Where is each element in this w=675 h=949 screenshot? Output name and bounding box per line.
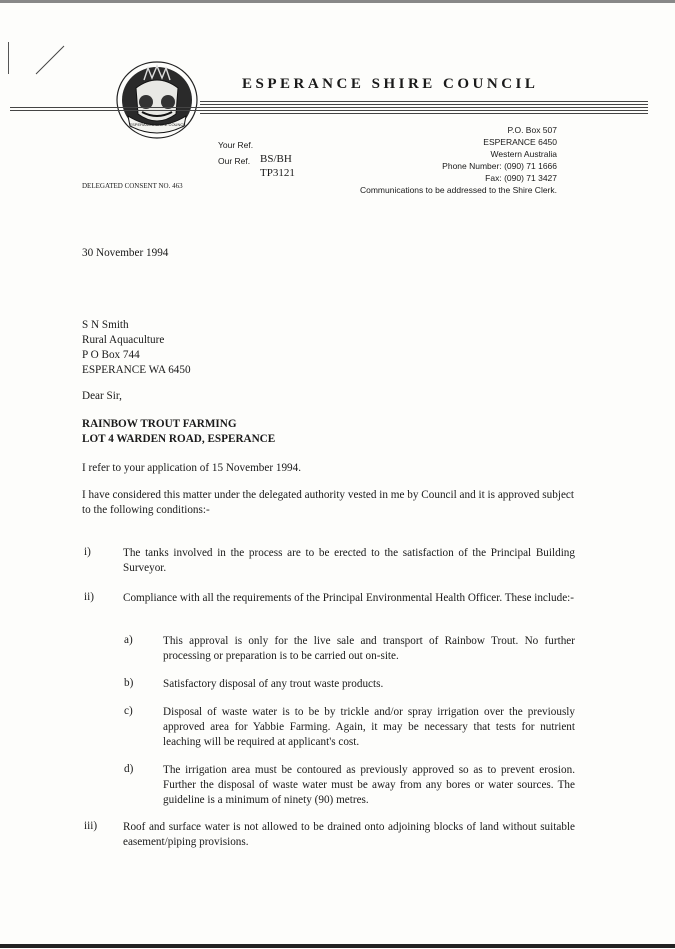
- our-ref-value: BS/BH: [260, 153, 292, 165]
- crest-banner-text: ESPERANCE SHIRE COUNCIL: [129, 122, 187, 127]
- address-line: P.O. Box 507: [507, 125, 557, 135]
- recipient-address: S N Smith Rural Aquaculture P O Box 744 …: [82, 318, 191, 378]
- subcondition-text: This approval is only for the live sale …: [163, 635, 575, 662]
- delegated-consent-number: DELEGATED CONSENT NO. 463: [82, 182, 183, 190]
- subcondition-letter: c): [124, 705, 133, 717]
- scan-edge-bottom: [0, 944, 675, 948]
- recipient-line: Rural Aquaculture: [82, 334, 165, 346]
- address-line: ESPERANCE 6450: [483, 137, 557, 147]
- subject-line: LOT 4 WARDEN ROAD, ESPERANCE: [82, 433, 276, 445]
- our-ref-value: TP3121: [260, 167, 295, 179]
- subcondition-letter: a): [124, 634, 133, 646]
- letterhead-rule: [10, 110, 648, 111]
- intro-paragraph: I refer to your application of 15 Novemb…: [82, 462, 302, 474]
- address-line: Western Australia: [490, 149, 557, 159]
- condition-number: iii): [84, 820, 98, 832]
- subcondition-text: Disposal of waste water is to be by tric…: [163, 706, 575, 748]
- intro-paragraph: I have considered this matter under the …: [82, 489, 574, 516]
- condition-number: ii): [84, 591, 94, 603]
- subject-heading: RAINBOW TROUT FARMING LOT 4 WARDEN ROAD,…: [82, 417, 275, 447]
- fax-number: Fax: (090) 71 3427: [485, 173, 557, 183]
- recipient-line: S N Smith: [82, 319, 129, 331]
- letterhead-rule: [200, 113, 648, 114]
- pen-mark: [35, 45, 65, 75]
- recipient-line: P O Box 744: [82, 349, 140, 361]
- condition-number: i): [84, 546, 91, 558]
- recipient-line: ESPERANCE WA 6450: [82, 364, 191, 376]
- subject-line: RAINBOW TROUT FARMING: [82, 418, 237, 430]
- letter-date: 30 November 1994: [82, 247, 169, 259]
- condition-text: The tanks involved in the process are to…: [123, 547, 575, 574]
- phone-number: Phone Number: (090) 71 1666: [442, 161, 557, 171]
- your-ref-label: Your Ref.: [218, 140, 254, 150]
- letterhead-rule: [10, 107, 648, 108]
- subcondition-text: Satisfactory disposal of any trout waste…: [163, 678, 384, 690]
- scan-edge-top: [0, 0, 675, 3]
- communications-note: Communications to be addressed to the Sh…: [359, 185, 557, 195]
- council-name-heading: ESPERANCE SHIRE COUNCIL: [242, 76, 539, 92]
- subcondition-letter: b): [124, 677, 134, 689]
- salutation: Dear Sir,: [82, 390, 122, 402]
- scan-edge-left: [8, 42, 9, 74]
- condition-text: Compliance with all the requirements of …: [123, 592, 574, 604]
- letterhead-rule: [200, 101, 648, 102]
- letterhead-rule: [200, 104, 648, 105]
- subcondition-letter: d): [124, 763, 134, 775]
- our-ref-label: Our Ref.: [218, 156, 251, 166]
- council-crest-logo: [116, 61, 198, 139]
- condition-text: Roof and surface water is not allowed to…: [123, 821, 575, 848]
- subcondition-text: The irrigation area must be contoured as…: [163, 764, 575, 806]
